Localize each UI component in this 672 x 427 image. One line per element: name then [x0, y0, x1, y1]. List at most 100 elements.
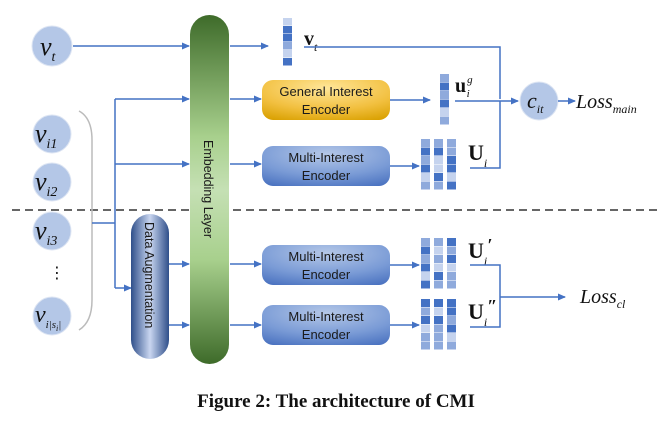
svg-text:Data Augmentation: Data Augmentation — [142, 222, 156, 328]
vector-cell — [421, 173, 430, 181]
svg-text:Multi-Interest: Multi-Interest — [288, 249, 364, 264]
vector-cell — [421, 280, 430, 289]
vector-cell — [447, 299, 456, 307]
figure-caption: Figure 2: The architecture of CMI — [197, 391, 475, 412]
vector-cell — [434, 246, 443, 255]
vector-cell — [447, 280, 456, 289]
vector-cell — [447, 173, 456, 181]
vector-cell — [434, 299, 443, 307]
svg-text:Embedding Layer: Embedding Layer — [201, 140, 215, 238]
score-node: cit — [519, 81, 559, 121]
augmented-matrix-1 — [421, 238, 456, 289]
vector-cell — [434, 333, 443, 341]
vector-cell — [434, 181, 443, 190]
vector-cell — [434, 255, 443, 263]
vector-cell — [283, 34, 292, 42]
vector-cell — [421, 316, 430, 324]
loss-main: Lossmain — [575, 91, 637, 116]
vector-cell — [421, 181, 430, 190]
loss-cl: Losscl — [579, 286, 626, 311]
multi-interest-encoder-aug-2: Multi-Interest Encoder — [262, 305, 390, 345]
vector-cell — [447, 333, 456, 341]
vector-cell — [283, 18, 292, 26]
label-multi-matrix: Ui — [468, 140, 487, 170]
vector-cell — [447, 147, 456, 156]
vector-cell — [447, 316, 456, 324]
multi-interest-matrix — [421, 139, 456, 190]
sequence-bracket — [78, 110, 93, 331]
multi-interest-encoder-aug-1: Multi-Interest Encoder — [262, 245, 390, 285]
vector-cell — [440, 82, 449, 91]
embedding-layer: Embedding Layer — [190, 15, 229, 364]
vector-cell — [434, 324, 443, 333]
vector-cell — [447, 324, 456, 333]
label-target-vector: vt — [304, 28, 318, 54]
label-aug-matrix-2: Ui″ — [468, 296, 497, 329]
vector-cell — [447, 181, 456, 190]
svg-text:cit: cit — [527, 88, 544, 116]
node-seq-item-1: vi1 — [32, 114, 72, 154]
general-interest-encoder: General Interest Encoder — [262, 80, 390, 120]
svg-text:Encoder: Encoder — [302, 168, 351, 183]
vector-cell — [440, 108, 449, 116]
vector-cell — [421, 299, 430, 307]
vector-cell — [283, 26, 292, 34]
vector-cell — [283, 58, 292, 66]
vector-cell — [447, 263, 456, 272]
vector-cell — [434, 147, 443, 156]
vector-cell — [421, 263, 430, 272]
svg-text:General Interest: General Interest — [279, 84, 373, 99]
vector-cell — [421, 139, 430, 147]
multi-interest-encoder-main: Multi-Interest Encoder — [262, 146, 390, 186]
vector-cell — [447, 246, 456, 255]
connector-aug-matrices — [470, 264, 501, 328]
vector-cell — [447, 255, 456, 263]
vector-cell — [447, 156, 456, 164]
connector-multi-to-score — [470, 101, 501, 169]
vector-cell — [421, 156, 430, 164]
data-augmentation-layer: Data Augmentation — [131, 214, 169, 359]
vector-cell — [421, 333, 430, 341]
vector-cell — [447, 164, 456, 173]
vector-cell — [447, 272, 456, 280]
target-vector — [283, 18, 292, 66]
label-aug-matrix-1: Ui′ — [468, 235, 492, 268]
vector-cell — [283, 50, 292, 58]
vector-cell — [421, 324, 430, 333]
general-interest-vector — [440, 74, 449, 125]
vector-cell — [434, 164, 443, 173]
vector-cell — [434, 173, 443, 181]
vector-cell — [440, 99, 449, 108]
vector-cell — [440, 74, 449, 82]
vector-cell — [440, 91, 449, 99]
vector-cell — [447, 307, 456, 316]
svg-text:Encoder: Encoder — [302, 267, 351, 282]
vector-cell — [421, 238, 430, 246]
svg-text:Multi-Interest: Multi-Interest — [288, 150, 364, 165]
svg-text:vt: vt — [40, 32, 57, 65]
augmented-matrix-2 — [421, 299, 456, 350]
vector-cell — [447, 139, 456, 147]
connector-target-to-score — [304, 46, 501, 99]
svg-text:Encoder: Encoder — [302, 327, 351, 342]
node-target-item: vt — [31, 25, 73, 67]
vector-cell — [421, 164, 430, 173]
vector-cell — [421, 341, 430, 350]
vector-cell — [434, 341, 443, 350]
ellipsis: ⋮ — [49, 263, 65, 282]
vector-cell — [421, 246, 430, 255]
vector-cell — [434, 316, 443, 324]
vector-cell — [434, 280, 443, 289]
vector-cell — [283, 42, 292, 50]
vector-cell — [421, 255, 430, 263]
vector-cell — [434, 238, 443, 246]
node-seq-item-last: vi|si| — [32, 296, 72, 336]
vector-cell — [447, 341, 456, 350]
vector-cell — [421, 272, 430, 280]
vector-cell — [434, 156, 443, 164]
vector-cell — [421, 147, 430, 156]
node-seq-item-2: vi2 — [32, 162, 72, 202]
vector-cell — [421, 307, 430, 316]
